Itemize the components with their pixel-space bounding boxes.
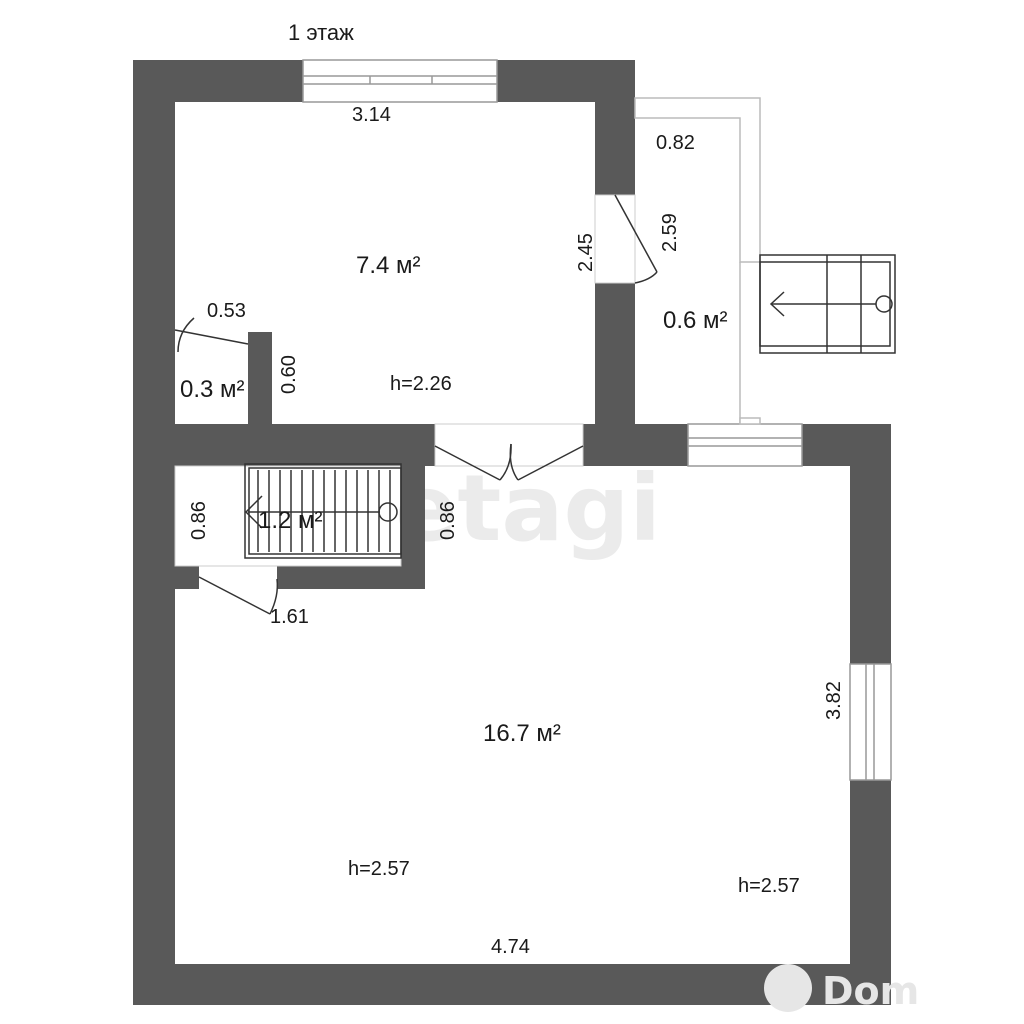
- watermark-corner-text: Dom: [822, 969, 919, 1013]
- top-room-height: h=2.26: [390, 373, 452, 395]
- watermark-corner: Dom: [764, 964, 919, 1013]
- closet-area: 0.3 м²: [180, 376, 245, 403]
- interior-stairs: [244, 463, 402, 559]
- main-room-area: 16.7 м²: [483, 720, 561, 747]
- dim-closet-door: 0.53: [207, 300, 246, 322]
- entry-vestibule-walls: [634, 97, 761, 425]
- top-room-area: 7.4 м²: [356, 252, 421, 279]
- dim-closet-wall: 0.60: [278, 355, 300, 394]
- dim-stair-right: 0.86: [437, 501, 459, 540]
- dim-right-wall: 3.82: [823, 681, 845, 720]
- walls: [133, 60, 891, 1005]
- main-room-height-right: h=2.57: [738, 875, 800, 897]
- dim-stair-left: 0.86: [188, 501, 210, 540]
- right-window: [849, 663, 892, 781]
- top-window: [302, 59, 498, 103]
- dim-door-wall: 2.45: [575, 233, 597, 272]
- entry-area: 0.6 м²: [663, 307, 728, 334]
- dim-stair-door: 1.61: [270, 606, 309, 628]
- entry-window: [687, 423, 803, 467]
- doors: [174, 194, 658, 615]
- floor-title: 1 этаж: [288, 20, 354, 45]
- watermark-etagi: etagi: [395, 455, 661, 562]
- stair-room-area: 1.2 м²: [258, 507, 323, 534]
- dim-top-window: 3.14: [352, 104, 391, 126]
- dim-bottom-wall: 4.74: [491, 936, 530, 958]
- main-room-height-left: h=2.57: [348, 858, 410, 880]
- dim-entry-width: 0.82: [656, 132, 695, 154]
- outside-steps: [759, 254, 896, 354]
- dim-door-swing: 2.59: [659, 213, 681, 252]
